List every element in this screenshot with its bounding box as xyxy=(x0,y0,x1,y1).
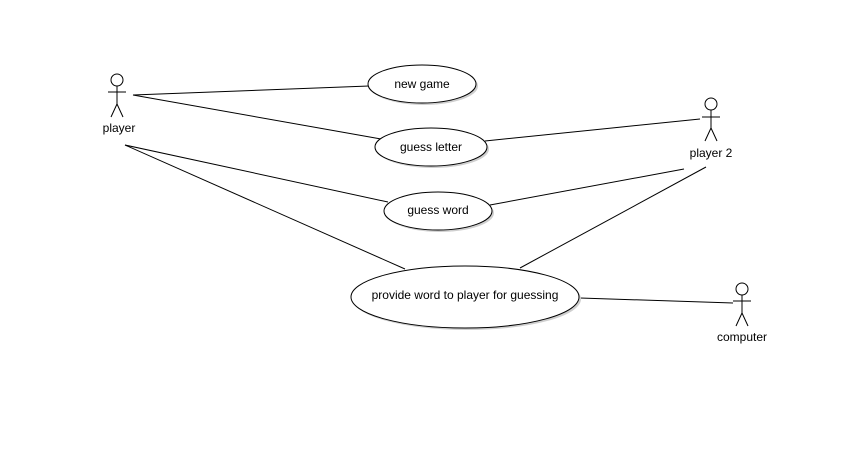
association-player-guess-word[interactable] xyxy=(124,144,389,203)
actor-player[interactable]: player xyxy=(103,73,136,135)
use-case-guess-letter[interactable]: guess letter xyxy=(374,127,489,168)
actor-label: player xyxy=(103,121,136,135)
stick-figure-icon xyxy=(702,97,720,142)
stick-figure-icon xyxy=(733,282,751,327)
association-player-guess-letter[interactable] xyxy=(132,94,382,140)
association-player-new-game[interactable] xyxy=(132,85,370,96)
associations xyxy=(124,85,734,304)
use-case-label: guess word xyxy=(407,203,468,217)
actors: player player 2 computer xyxy=(103,73,767,344)
use-cases: new game guess letter guess word provide… xyxy=(350,64,581,330)
use-case-label: new game xyxy=(394,77,450,91)
use-case-label: provide word to player for guessing xyxy=(372,288,559,302)
actor-label: computer xyxy=(717,330,767,344)
use-case-provide-word[interactable]: provide word to player for guessing xyxy=(350,265,581,330)
association-player2-guess-letter[interactable] xyxy=(484,118,701,142)
association-player2-provide-word[interactable] xyxy=(519,166,707,269)
actor-computer[interactable]: computer xyxy=(717,282,767,344)
association-player2-guess-word[interactable] xyxy=(489,168,685,206)
actor-player-2[interactable]: player 2 xyxy=(690,97,733,160)
use-case-guess-word[interactable]: guess word xyxy=(383,191,494,232)
association-player-provide-word[interactable] xyxy=(124,144,406,270)
association-computer-provide-word[interactable] xyxy=(579,297,734,304)
use-case-label: guess letter xyxy=(400,140,462,154)
stick-figure-icon xyxy=(108,73,126,118)
use-case-new-game[interactable]: new game xyxy=(367,64,478,105)
actor-label: player 2 xyxy=(690,146,733,160)
